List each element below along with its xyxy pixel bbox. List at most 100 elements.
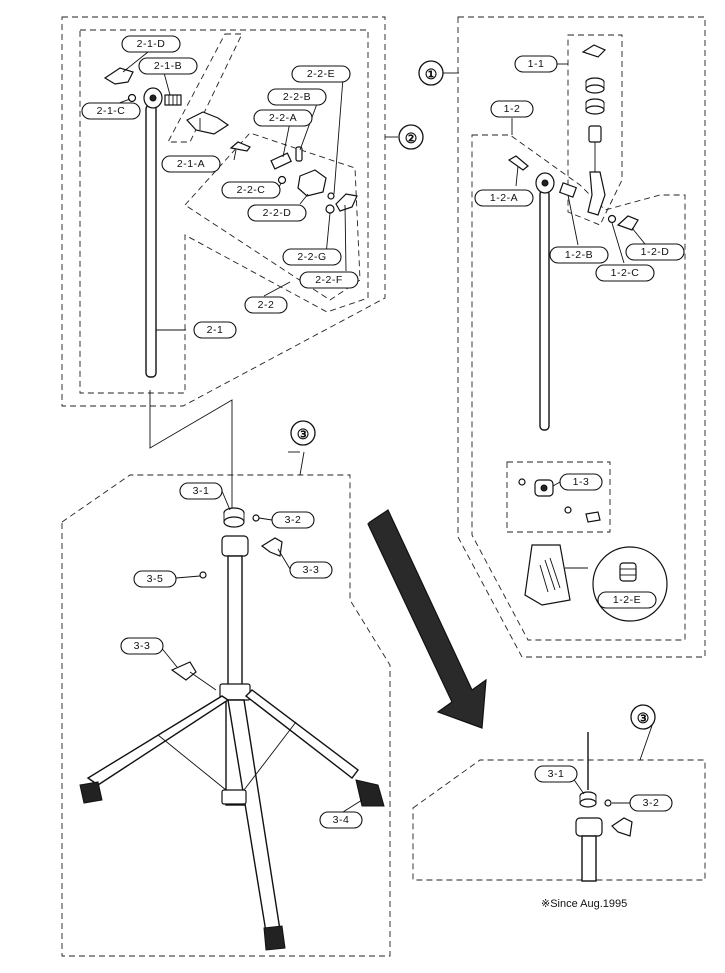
- height-clamp-collar: [221, 535, 249, 557]
- part-label-3-3-upper: 3-3: [289, 561, 333, 579]
- part-label-3-1-inset: 3-1: [534, 765, 578, 783]
- wing-bolt-1-2-D: [616, 215, 639, 231]
- group-1-2-boundary: [471, 134, 686, 641]
- tripod-leg-right: [244, 689, 359, 779]
- inset-sleeve-3-1: [579, 791, 597, 808]
- part-label-1-2-D: 1-2-D: [625, 243, 685, 261]
- part-label-2-2-A-text: 2-2-A: [269, 112, 297, 124]
- upper-tube: [227, 555, 243, 697]
- part-label-1-2-E-text: 1-2-E: [613, 594, 641, 606]
- part-label-3-2-inset: 3-2: [629, 794, 673, 812]
- part-label-1-2-D-text: 1-2-D: [641, 246, 670, 258]
- rubber-washer-1-1-lower: [585, 98, 605, 115]
- part-label-2-2: 2-2: [244, 296, 288, 314]
- part-label-3-5: 3-5: [133, 570, 177, 588]
- group-badge-3-inset: ③: [630, 704, 656, 730]
- part-label-1-2-A: 1-2-A: [474, 189, 534, 207]
- spring-1-2-B: [558, 182, 578, 198]
- washer-2-2-C: [277, 175, 287, 185]
- part-label-3-4-text: 3-4: [333, 814, 350, 826]
- part-label-1-3: 1-3: [559, 473, 603, 491]
- rubber-washer-1-1-upper: [585, 77, 605, 94]
- rubber-foot-3-4: [355, 779, 385, 807]
- group-2-1-subassembly-boundary: [167, 33, 243, 143]
- part-label-2-2-E-text: 2-2-E: [307, 68, 335, 80]
- group-1-1-boundary: [567, 34, 623, 226]
- clamp-assembly-2-1: [186, 111, 230, 135]
- washer-2-1-C: [127, 93, 137, 103]
- part-label-1-2: 1-2: [490, 100, 534, 118]
- part-label-2-2-text: 2-2: [258, 299, 275, 311]
- washer-1-3-left: [518, 478, 526, 486]
- tilter-1-1: [587, 171, 606, 216]
- nut-2-2-G: [325, 204, 335, 214]
- spring-2-2-A: [270, 152, 292, 170]
- washer-2-2-E: [327, 192, 335, 200]
- group-badge-2: ②: [398, 124, 424, 150]
- part-label-2-2-D-text: 2-2-D: [263, 207, 292, 219]
- inset-clamp-collar: [575, 817, 603, 837]
- rubber-foot-front: [263, 925, 286, 951]
- part-label-2-2-E: 2-2-E: [291, 65, 351, 83]
- pin-2-2-B: [295, 146, 303, 162]
- washer-3-2: [252, 514, 260, 522]
- part-label-1-3-text: 1-3: [573, 476, 590, 488]
- part-label-2-2-B: 2-2-B: [267, 88, 327, 106]
- brace-left: [157, 734, 227, 791]
- screw-1-3: [585, 511, 601, 523]
- part-label-3-3-upper-text: 3-3: [303, 564, 320, 576]
- part-label-2-2-B-text: 2-2-B: [283, 91, 311, 103]
- rubber-pad: [524, 544, 571, 606]
- boom-arm-eye-hole: [541, 179, 549, 187]
- part-label-2-2-A: 2-2-A: [253, 109, 313, 127]
- washer-3-5: [199, 571, 207, 579]
- part-label-1-2-C: 1-2-C: [595, 264, 655, 282]
- group-badge-3-main-label: ③: [297, 426, 310, 442]
- part-label-2-2-D: 2-2-D: [247, 204, 307, 222]
- bracket-2-2-D: [297, 169, 327, 197]
- rubber-pad-texture: [539, 557, 561, 593]
- wing-nut-2-2-F: [335, 193, 358, 212]
- washer-1-3-right: [564, 506, 572, 514]
- part-label-3-1-text: 3-1: [193, 485, 210, 497]
- tripod-leg-front: [227, 699, 281, 933]
- boom-arm-1-2: [539, 189, 550, 431]
- part-label-1-2-A-text: 1-2-A: [490, 192, 518, 204]
- part-label-2-1-text: 2-1: [207, 324, 224, 336]
- group-badge-2-label: ②: [405, 130, 418, 146]
- inset-wing-bolt: [611, 817, 633, 837]
- group-badge-3-inset-label: ③: [637, 710, 650, 726]
- part-label-3-2-text: 3-2: [285, 514, 302, 526]
- footnote-since-date: ※Since Aug.1995: [541, 898, 628, 910]
- part-label-3-5-text: 3-5: [147, 573, 164, 585]
- group-1-3-boundary: [506, 461, 611, 533]
- part-label-2-2-G: 2-2-G: [282, 248, 342, 266]
- washer-1-2-C: [607, 214, 617, 224]
- group-2-inner-boundary: [79, 29, 369, 394]
- part-label-1-2-B-text: 1-2-B: [565, 249, 593, 261]
- wing-bolt-3-3-lower: [170, 661, 197, 681]
- part-label-2-1-A: 2-1-A: [161, 155, 221, 173]
- wing-bolt-2-1-D: [103, 67, 134, 85]
- direction-arrow: [367, 509, 487, 729]
- part-label-3-1-inset-text: 3-1: [548, 768, 565, 780]
- group-badge-3-main: ③: [290, 420, 316, 446]
- part-label-2-2-F: 2-2-F: [299, 271, 359, 289]
- bolt-2-1-A: [229, 141, 251, 152]
- group-badge-1: ①: [418, 60, 444, 86]
- brace-right: [243, 721, 297, 791]
- part-label-1-2-C-text: 1-2-C: [611, 267, 640, 279]
- part-label-3-2-inset-text: 3-2: [643, 797, 660, 809]
- part-label-2-2-C-text: 2-2-C: [237, 184, 266, 196]
- part-label-2-2-C: 2-2-C: [221, 181, 281, 199]
- sleeve-3-1: [223, 507, 245, 528]
- part-label-1-2-E: 1-2-E: [597, 591, 657, 609]
- part-label-1-2-text: 1-2: [504, 103, 521, 115]
- detail-circle-1-2-E: [592, 546, 668, 622]
- bolt-1-2-A: [507, 155, 529, 171]
- group-1-outer-boundary: [457, 16, 706, 658]
- wing-bolt-3-3-shaft: [189, 671, 217, 691]
- part-label-2-2-F-text: 2-2-F: [315, 274, 343, 286]
